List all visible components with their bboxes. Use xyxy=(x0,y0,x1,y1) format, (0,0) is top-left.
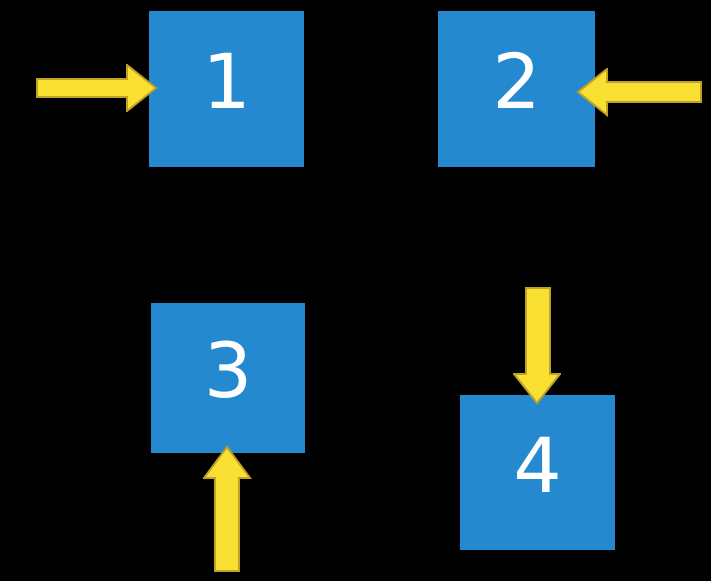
arrow-left-icon xyxy=(576,68,702,117)
box-1: 1 xyxy=(149,11,304,167)
box-1-label: 1 xyxy=(202,37,251,126)
box-3-label: 3 xyxy=(203,326,253,415)
box-4: 4 xyxy=(460,395,615,550)
arrow-down-icon xyxy=(513,287,561,405)
box-2: 2 xyxy=(438,11,595,167)
box-2-label: 2 xyxy=(492,37,541,126)
arrow-up-icon xyxy=(203,445,252,572)
arrow-right-icon xyxy=(36,64,158,112)
box-4-label: 4 xyxy=(513,420,562,510)
box-3: 3 xyxy=(151,303,305,453)
